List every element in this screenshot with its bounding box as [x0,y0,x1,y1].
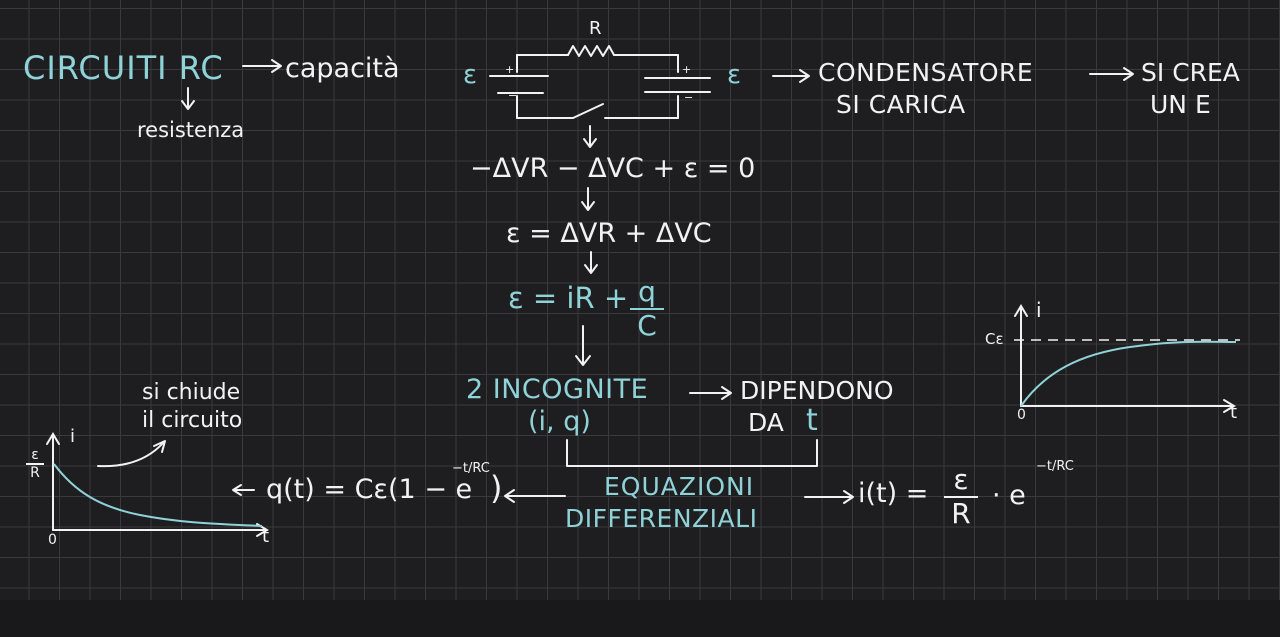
bracket [566,439,818,467]
label-un-e: UN E [1150,90,1211,119]
label-da: DA [748,408,784,437]
label-resistenza: resistenza [137,118,245,142]
title-circuiti-rc: CIRCUITI RC [23,49,224,87]
label-capacita: capacità [285,53,400,84]
current-graph-start-label: ε R [26,448,44,480]
equation-emf-sum: ε = ΔVR + ΔVC [506,218,712,249]
charge-graph-axes [1014,304,1236,413]
capacitor-minus: − [684,91,694,104]
current-graph-axes [46,432,269,537]
annotation-il-circuito: il circuito [142,408,243,433]
annotation-si-chiude: si chiude [142,380,241,405]
equation-current-exponent: −t/RC [1036,459,1074,474]
equation-current-exp-base: · e [992,480,1026,511]
current-graph-x-label: t [262,526,270,547]
charge-graph-x-label: t [1230,402,1238,423]
equation-current-e-over-r: ε R [944,466,978,528]
emf-right-symbol: ε [727,60,742,90]
label-differenziali: DIFFERENZIALI [565,504,758,533]
sketch-strokes [46,45,1240,537]
bottom-strip [0,600,1280,637]
label-equazioni: EQUAZIONI [604,472,755,501]
current-graph-origin-label: 0 [48,532,57,548]
battery-plus: + [505,63,515,76]
charge-graph-asymptote-label: Cε [985,330,1004,348]
equation-charge-exponent: −t/RC [452,461,490,476]
symbol-t: t [806,403,818,438]
equation-current-i-of-t: i(t) = [858,478,929,509]
label-condensatore: CONDENSATORE [818,58,1034,87]
charge-graph-y-label: i [1036,298,1042,322]
label-incognite-vars: (i, q) [528,406,591,437]
charge-curve [1020,340,1237,407]
label-dipendono: DIPENDONO [740,376,894,405]
equation-kirchhoff: −ΔVR − ΔVC + ε = 0 [470,153,756,184]
whiteboard-canvas[interactable]: CIRCUITI RC capacità resistenza R ε ε + … [0,0,1280,600]
charge-graph-origin-label: 0 [1017,407,1026,423]
emf-left-symbol: ε [463,60,478,90]
equation-emf-ir-lhs: ε = iR + [508,281,629,315]
resistor-label: R [589,18,602,39]
equation-charge-close-paren: ) [490,469,503,507]
capacitor-plus: + [682,63,692,76]
label-2-incognite: 2 INCOGNITE [466,374,649,405]
label-si-crea: SI CREA [1141,58,1240,87]
equation-q-over-c: q C [630,278,664,340]
battery-minus: − [508,89,518,102]
rc-circuit-drawing [489,45,711,119]
current-graph-y-label: i [70,426,76,447]
label-si-carica: SI CARICA [836,90,966,119]
equation-charge-q-of-t: q(t) = Cε(1 − e [266,474,473,505]
current-decay-curve [53,463,263,527]
